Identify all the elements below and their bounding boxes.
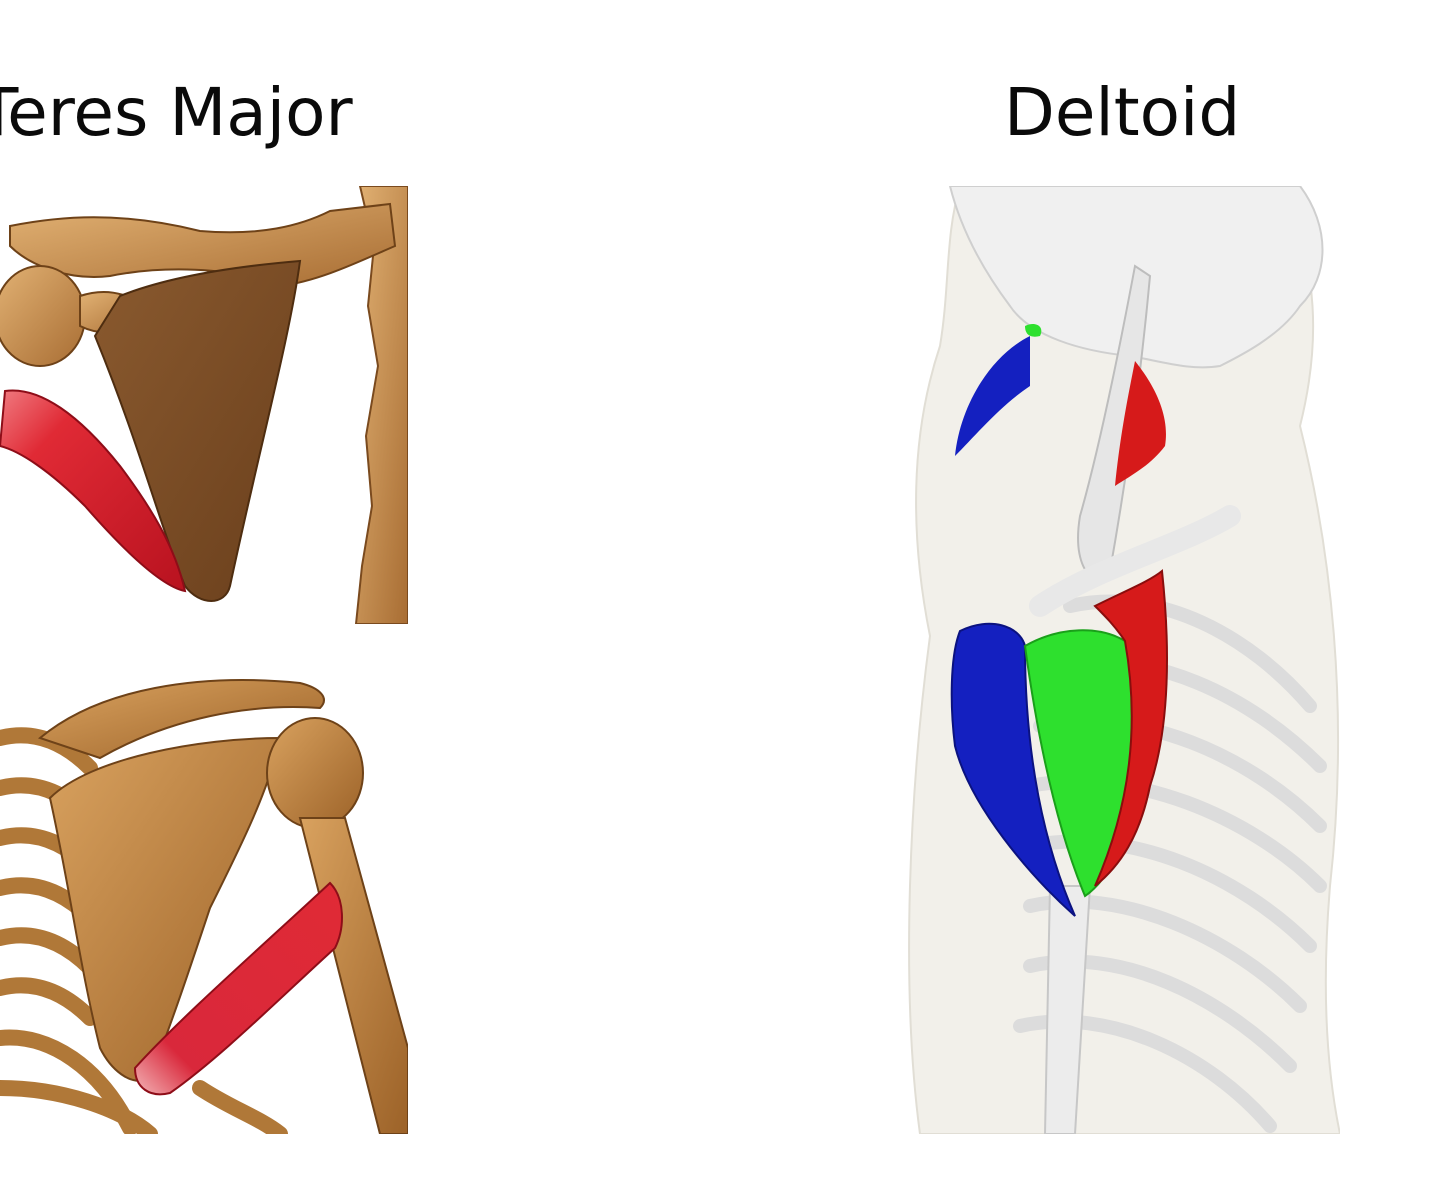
clavicle-bone — [37, 679, 325, 760]
humerus-head-bone — [0, 265, 86, 367]
scapula-bone — [93, 259, 302, 602]
humerus — [1043, 885, 1092, 1134]
spine-bone — [354, 186, 408, 624]
clavicle — [1029, 505, 1241, 617]
teres-major-muscle — [0, 389, 187, 593]
upper-green-muscle — [1025, 324, 1042, 337]
teres-major-anterior-illustration — [0, 186, 408, 624]
deltoid-title: Deltoid — [1004, 74, 1241, 151]
teres-major-muscle — [133, 881, 343, 1096]
teres-major-posterior-illustration — [0, 668, 408, 1134]
deltoid-lateral-3d-illustration — [900, 186, 1340, 1134]
deltoid-posterior-muscle — [950, 622, 1076, 917]
humerus-head-bone — [266, 717, 364, 829]
deltoid-anterior-muscle — [1093, 569, 1168, 887]
scapula-bone — [48, 736, 282, 1082]
upper-blue-muscle — [955, 336, 1030, 456]
teres-major-title: Teres Major — [0, 74, 353, 151]
upper-red-muscle — [1115, 361, 1166, 486]
humerus-shaft-bone — [298, 817, 408, 1134]
